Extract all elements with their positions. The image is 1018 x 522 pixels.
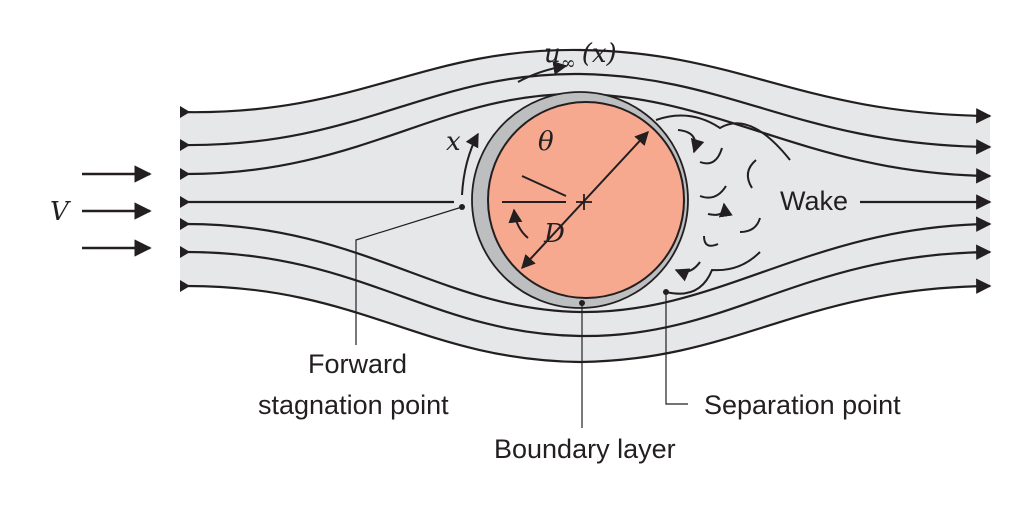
u-infinity-symbol: u∞(x): [544, 39, 617, 74]
theta-symbol: θ: [538, 127, 554, 157]
streamline-start-markers: [180, 106, 190, 292]
wake-region: [655, 114, 791, 295]
x-symbol: x: [446, 127, 461, 157]
reference-points: [459, 204, 669, 306]
wake-label: Wake: [780, 186, 848, 216]
eddy-8: [674, 261, 701, 282]
streamline-1: [179, 48, 992, 124]
streamline-5: [179, 216, 992, 314]
eddy-2: [699, 147, 723, 165]
boundary-layer-label: Boundary layer: [494, 434, 676, 464]
forward-label-line2: stagnation point: [258, 390, 449, 420]
diameter-line: [521, 130, 649, 270]
forward-label-line1: Forward: [308, 349, 407, 379]
u-infinity-arc-arrow: [517, 60, 568, 83]
diameter-symbol: D: [543, 219, 565, 249]
eddy-4: [699, 185, 727, 199]
separation-label: Separation point: [704, 390, 901, 420]
eddy-3: [746, 159, 757, 189]
x-arc-arrow: [461, 132, 479, 196]
theta-construction: [502, 175, 567, 239]
streamline-7: [179, 278, 992, 364]
eddy-5: [707, 202, 733, 218]
eddy-7: [703, 235, 719, 247]
velocity-symbol: V: [50, 197, 71, 227]
leader-lines: [355, 206, 688, 428]
streamline-2: [179, 72, 992, 155]
eddy-1: [677, 129, 705, 154]
streamline-6: [179, 244, 992, 338]
stagnation-dot: [459, 204, 465, 210]
wake-upper-boundary: [655, 114, 791, 161]
separation-leader: [665, 292, 688, 405]
separation-dot: [663, 289, 669, 295]
free-stream-arrows: [82, 165, 152, 257]
eddy-6: [739, 217, 761, 233]
boundary-layer-dot: [579, 300, 585, 306]
wake-lower-boundary: [665, 251, 761, 295]
forward-stagnation-leader: [355, 206, 463, 345]
